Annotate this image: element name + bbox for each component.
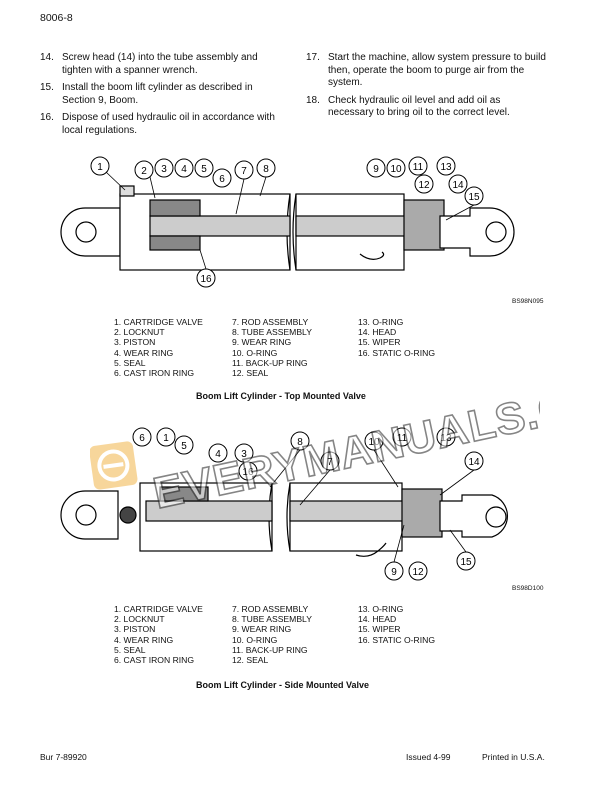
callout-label: 4 <box>181 164 187 175</box>
callout-label: 8 <box>263 164 269 175</box>
step-item: 16.Dispose of used hydraulic oil in acco… <box>40 112 275 136</box>
legend-item: 6. CAST IRON RING <box>114 368 195 379</box>
legend-item: 15. WIPER <box>358 624 401 635</box>
cylinder-diagram-side-valve: 1 3 4 5 6 7 8 9 10 11 12 13 14 15 16 <box>60 427 508 581</box>
legend-item: 11. BACK-UP RING <box>232 357 308 368</box>
legend-item: 14. HEAD <box>358 614 397 625</box>
callout-label: 12 <box>412 567 424 578</box>
legend-item: 1. CARTRIDGE VALVE <box>114 317 203 327</box>
legend-item: 7. ROD ASSEMBLY <box>232 317 309 327</box>
callout-label: 15 <box>460 557 472 568</box>
step-item: 17.Start the machine, allow system press… <box>306 52 546 88</box>
callout-label: 3 <box>241 449 247 460</box>
legend-item: 3. PISTON <box>114 624 156 635</box>
legend-item: 12. SEAL <box>232 368 269 379</box>
callout-label: 14 <box>452 180 464 191</box>
legend-item: 11. BACK-UP RING <box>232 644 308 655</box>
footer-printed: Printed in U.S.A. <box>482 752 545 762</box>
legend-col: 13. O-RING 14. HEAD 15. WIPER 16. STATIC… <box>358 317 435 358</box>
callout-label: 14 <box>468 457 480 468</box>
legend-item: 16. STATIC O-RING <box>358 347 436 358</box>
callout-label: 13 <box>440 433 452 444</box>
callout-label: 4 <box>215 449 221 460</box>
callouts: 1 3 4 5 6 7 8 9 10 11 12 13 14 15 16 <box>132 427 484 581</box>
legend-item: 7. ROD ASSEMBLY <box>232 604 309 614</box>
watermark: EVERYMANUALS.COM <box>90 380 540 519</box>
legend-item: 12. SEAL <box>232 655 269 666</box>
callout-label: 10 <box>368 437 380 448</box>
legend-item: 8. TUBE ASSEMBLY <box>232 614 312 625</box>
watermark-text: EVERYMANUALS.COM <box>149 380 540 518</box>
callout-label: 9 <box>373 164 379 175</box>
callout-label: 6 <box>219 174 225 185</box>
cylinder-diagram-top-valve: 1 2 3 4 5 6 7 8 9 10 11 12 13 14 15 16 <box>60 156 515 288</box>
legend-col: 7. ROD ASSEMBLY 8. TUBE ASSEMBLY 9. WEAR… <box>232 317 312 378</box>
callout-label: 5 <box>201 164 207 175</box>
legend-item: 6. CAST IRON RING <box>114 655 195 666</box>
callout-label: 16 <box>242 467 254 478</box>
steps-right: 17.Start the machine, allow system press… <box>306 52 546 125</box>
e-logo-icon <box>90 441 138 490</box>
legend-item: 10. O-RING <box>232 634 278 645</box>
legend-col: 1. CARTRIDGE VALVE 2. LOCKNUT 3. PISTON … <box>114 317 203 378</box>
figure-code: BS98N095 <box>512 298 544 305</box>
callout-label: 11 <box>413 162 424 173</box>
legend-item: 4. WEAR RING <box>114 347 174 358</box>
callout-label: 10 <box>390 164 402 175</box>
callout-label: 5 <box>181 441 187 452</box>
legend-item: 5. SEAL <box>114 357 146 368</box>
legend-item: 14. HEAD <box>358 327 397 338</box>
legend-item: 2. LOCKNUT <box>114 614 165 625</box>
callout-label: 7 <box>241 166 247 177</box>
steps-left: 14.Screw head (14) into the tube assembl… <box>40 52 280 142</box>
figure-code: BS98D100 <box>512 585 544 592</box>
legend-col: 7. ROD ASSEMBLY 8. TUBE ASSEMBLY 9. WEAR… <box>232 604 312 665</box>
legend-item: 9. WEAR RING <box>232 624 292 635</box>
figure-caption: Boom Lift Cylinder - Top Mounted Valve <box>196 391 366 401</box>
legend-item: 15. WIPER <box>358 337 401 348</box>
callout-label: 1 <box>163 433 169 444</box>
footer-left: Bur 7-89920 <box>40 752 87 762</box>
step-item: 14.Screw head (14) into the tube assembl… <box>40 52 258 76</box>
callout-label: 13 <box>440 162 452 173</box>
legend-item: 9. WEAR RING <box>232 337 292 348</box>
callout-label: 16 <box>200 274 212 285</box>
legend-col: 13. O-RING 14. HEAD 15. WIPER 16. STATIC… <box>358 604 435 645</box>
callout-label: 1 <box>97 162 103 173</box>
legend-item: 13. O-RING <box>358 604 404 614</box>
callout-label: 8 <box>297 437 303 448</box>
step-item: 18.Check hydraulic oil level and add oil… <box>306 94 510 119</box>
footer-issued: Issued 4-99 <box>406 752 451 762</box>
legend-item: 1. CARTRIDGE VALVE <box>114 604 203 614</box>
legend-item: 10. O-RING <box>232 347 278 358</box>
legend-col: 1. CARTRIDGE VALVE 2. LOCKNUT 3. PISTON … <box>114 604 203 665</box>
callout-label: 3 <box>161 164 167 175</box>
legend-item: 5. SEAL <box>114 644 146 655</box>
step-item: 15.Install the boom lift cylinder as des… <box>40 82 253 106</box>
callout-label: 9 <box>391 567 397 578</box>
callout-label: 15 <box>468 192 480 203</box>
legend-item: 3. PISTON <box>114 337 156 348</box>
page-number: 8006-8 <box>40 12 73 24</box>
legend-item: 2. LOCKNUT <box>114 327 165 338</box>
legend-item: 8. TUBE ASSEMBLY <box>232 327 312 338</box>
legend-item: 13. O-RING <box>358 317 404 327</box>
callout-label: 11 <box>397 433 408 444</box>
callout-label: 12 <box>418 180 430 191</box>
callout-label: 2 <box>141 166 147 177</box>
callouts: 1 2 3 4 5 6 7 8 9 10 11 12 13 14 15 16 <box>90 156 484 288</box>
callout-label: 6 <box>139 433 145 444</box>
legend-item: 4. WEAR RING <box>114 634 174 645</box>
callout-label: 7 <box>327 457 333 468</box>
legend-item: 16. STATIC O-RING <box>358 634 436 645</box>
figure-caption: Boom Lift Cylinder - Side Mounted Valve <box>196 680 370 690</box>
